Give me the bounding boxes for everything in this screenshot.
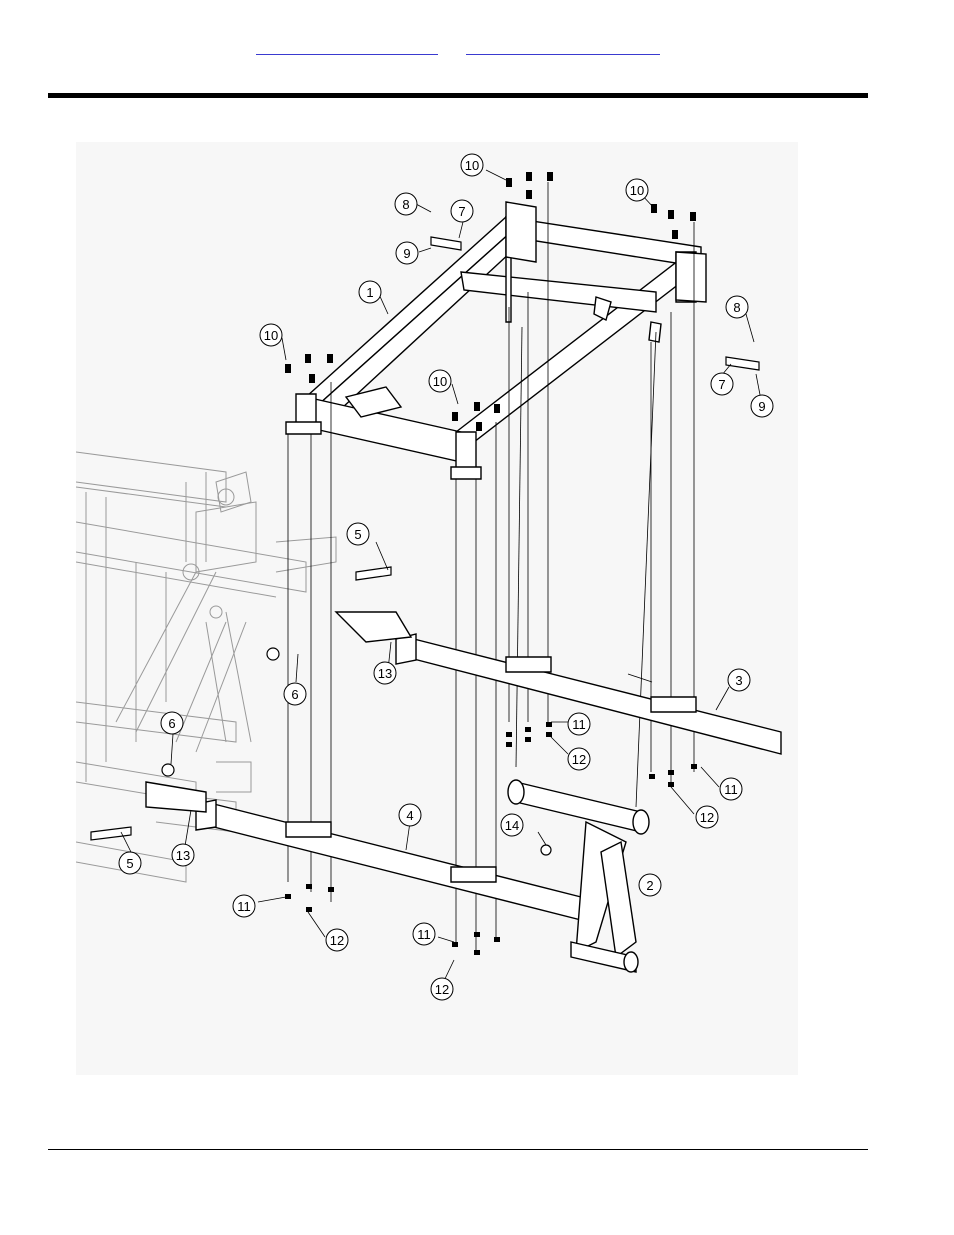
callout-11d-label: 11 — [417, 927, 431, 942]
callout-11a-label: 11 — [572, 717, 586, 732]
callout-13a-label: 13 — [378, 666, 392, 681]
callout-4: 4 — [398, 803, 422, 827]
callout-1: 1 — [358, 280, 382, 304]
diagram-svg: 1 2 3 4 5 5 6 6 7 7 8 8 9 9 10 10 10 10 … — [75, 153, 782, 1001]
callout-5a-label: 5 — [354, 527, 361, 542]
callout-10a: 10 — [460, 153, 484, 177]
callout-12d: 12 — [430, 977, 454, 1001]
callout-10a-label: 10 — [465, 158, 479, 173]
callout-12d-label: 12 — [435, 982, 449, 997]
callout-2: 2 — [638, 873, 662, 897]
exploded-parts-diagram: 1 2 3 4 5 5 6 6 7 7 8 8 9 9 10 10 10 10 … — [75, 142, 798, 1075]
callouts: 1 2 3 4 5 5 6 6 7 7 8 8 9 9 10 10 10 10 … — [118, 153, 774, 1001]
callout-8b-label: 8 — [733, 300, 740, 315]
callout-12a-label: 12 — [572, 752, 586, 767]
callout-13b-label: 13 — [176, 848, 190, 863]
callout-8a: 8 — [394, 192, 418, 216]
callout-14-label: 14 — [505, 818, 519, 833]
callout-11b: 11 — [719, 777, 743, 801]
callout-10d-label: 10 — [433, 374, 447, 389]
callout-14: 14 — [500, 813, 524, 837]
callout-2-label: 2 — [646, 878, 653, 893]
hardware — [285, 172, 697, 955]
callout-10b-label: 10 — [630, 183, 644, 198]
callout-6a: 6 — [283, 682, 307, 706]
callout-12c-label: 12 — [330, 933, 344, 948]
callout-1-label: 1 — [366, 285, 373, 300]
callout-5b-label: 5 — [126, 856, 133, 871]
callout-9b: 9 — [750, 394, 774, 418]
callout-12a: 12 — [567, 747, 591, 771]
footer-rule — [48, 1149, 868, 1150]
pins-bolts — [90, 236, 760, 856]
header-link-1[interactable] — [256, 40, 438, 55]
callout-7a: 7 — [450, 199, 474, 223]
callout-8a-label: 8 — [402, 197, 409, 212]
callout-7b-label: 7 — [718, 377, 725, 392]
stand — [507, 779, 650, 973]
ghost-frame — [75, 451, 337, 883]
callout-11d: 11 — [412, 922, 436, 946]
callout-13b: 13 — [171, 843, 195, 867]
callout-11c-label: 11 — [237, 899, 251, 914]
callout-6a-label: 6 — [291, 687, 298, 702]
callout-3-label: 3 — [735, 673, 742, 688]
callout-10c: 10 — [259, 323, 283, 347]
main-frame — [285, 201, 707, 480]
callout-9b-label: 9 — [758, 399, 765, 414]
lower-tubes — [145, 611, 782, 921]
header-rule — [48, 93, 868, 98]
callout-12b-label: 12 — [700, 810, 714, 825]
callout-7a-label: 7 — [458, 204, 465, 219]
callout-9a-label: 9 — [403, 246, 410, 261]
callout-9a: 9 — [395, 241, 419, 265]
callout-6b-label: 6 — [168, 716, 175, 731]
callout-3: 3 — [727, 668, 751, 692]
callout-12c: 12 — [325, 928, 349, 952]
callout-5a: 5 — [346, 522, 370, 546]
header-link-2[interactable] — [466, 40, 660, 55]
callout-6b: 6 — [160, 711, 184, 735]
callout-8b: 8 — [725, 295, 749, 319]
callout-11b-label: 11 — [724, 782, 738, 797]
callout-10b: 10 — [625, 178, 649, 202]
callout-12b: 12 — [695, 805, 719, 829]
callout-5b: 5 — [118, 851, 142, 875]
callout-4-label: 4 — [406, 808, 413, 823]
callout-13a: 13 — [373, 661, 397, 685]
callout-7b: 7 — [710, 372, 734, 396]
callout-11c: 11 — [232, 894, 256, 918]
top-links — [0, 40, 954, 60]
callout-11a: 11 — [567, 712, 591, 736]
callout-10c-label: 10 — [264, 328, 278, 343]
callout-10d: 10 — [428, 369, 452, 393]
